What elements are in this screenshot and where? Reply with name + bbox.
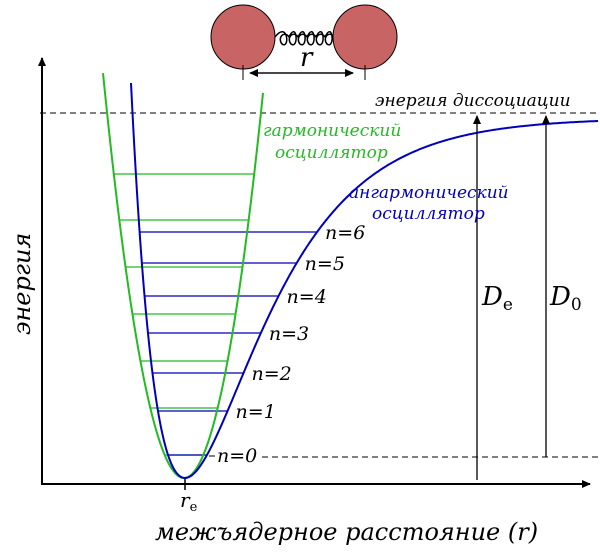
r-label: r xyxy=(300,43,314,73)
re-label: re xyxy=(180,488,198,515)
level-label-n3: n=3 xyxy=(269,323,309,345)
harmonic-levels xyxy=(113,173,255,456)
anharmonic-curve xyxy=(130,82,598,480)
level-label-n0: n=0 xyxy=(217,445,257,467)
y-axis-label: энергия xyxy=(8,233,36,335)
level-labels: n=0 n=1 n=2 n=3 n=4 n=5 n=6 xyxy=(208,222,365,467)
De-label: De xyxy=(481,282,513,315)
spring-icon xyxy=(274,31,336,46)
level-label-n6: n=6 xyxy=(325,222,365,244)
x-axis-label: межъядерное расстояние (r) xyxy=(155,518,538,546)
dissociation-label: энергия диссоциации xyxy=(375,91,571,111)
level-label-n1: n=1 xyxy=(236,401,276,423)
atom-left xyxy=(210,4,276,70)
level-label-n4: n=4 xyxy=(287,286,327,308)
level-label-n5: n=5 xyxy=(305,253,345,275)
molecule-illustration: r xyxy=(210,4,398,80)
atom-right xyxy=(332,4,398,70)
D0-label: D0 xyxy=(549,282,582,315)
level-label-n2: n=2 xyxy=(252,363,292,385)
